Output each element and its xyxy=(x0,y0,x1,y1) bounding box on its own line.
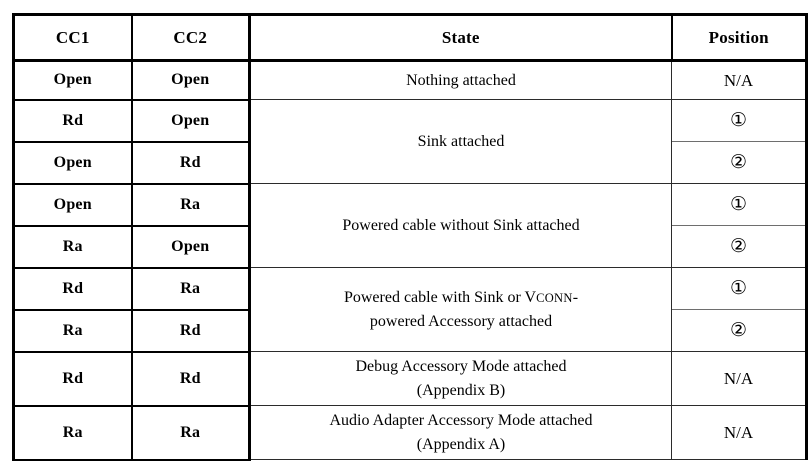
cell-cc1: Ra xyxy=(12,404,133,461)
cell-cc2: Rd xyxy=(130,140,251,185)
state-line-1-prefix: Powered cable with Sink or V xyxy=(343,288,537,306)
cell-position: ② xyxy=(671,309,808,352)
table-body: Open Open Nothing attached N/A Rd Open S… xyxy=(12,59,808,461)
circled-number: ① xyxy=(729,109,748,131)
table-row: Ra Rd ② xyxy=(12,308,808,353)
cell-cc2: Open xyxy=(130,224,251,269)
cell-cc2: Ra xyxy=(130,182,251,227)
cell-cc1: Ra xyxy=(12,224,133,269)
state-line-1: Debug Accessory Mode attached xyxy=(355,357,567,375)
cell-cc1: Open xyxy=(12,59,133,101)
circled-number: ② xyxy=(729,151,748,173)
state-line-1-suffix: - xyxy=(572,288,579,306)
cell-position: ① xyxy=(671,99,808,142)
cell-cc2: Rd xyxy=(130,308,251,353)
table-row: Open Rd ② xyxy=(12,140,808,185)
table-row: Ra Ra Audio Adapter Accessory Mode attac… xyxy=(12,404,808,461)
cell-cc2: Ra xyxy=(130,266,251,311)
cell-state: Powered cable without Sink attached xyxy=(249,183,672,268)
table-row: Rd Ra Powered cable with Sink or VCONN- … xyxy=(12,266,808,352)
circled-number: ① xyxy=(729,193,748,215)
column-header-state: State xyxy=(249,13,673,62)
cell-position: ② xyxy=(671,141,808,184)
table-row: Open Open Nothing attached N/A xyxy=(12,59,808,101)
cell-state: Powered cable with Sink or VCONN- powere… xyxy=(249,267,672,352)
table-row: Rd Open Sink attached ① xyxy=(12,98,808,184)
cell-position: N/A xyxy=(671,405,808,460)
column-header-position: Position xyxy=(671,13,808,62)
table-row: Open Ra Powered cable without Sink attac… xyxy=(12,182,808,268)
state-line-2: (Appendix A) xyxy=(416,435,506,453)
state-line-2: powered Accessory attached xyxy=(369,312,553,330)
cell-position: N/A xyxy=(671,351,808,406)
cell-position: ① xyxy=(671,183,808,226)
state-line-1-smallcaps: CONN xyxy=(536,290,573,305)
cell-cc2: Rd xyxy=(130,350,251,407)
cell-cc2: Ra xyxy=(130,404,251,461)
cc-state-table: CC1 CC2 State Position Open Open Nothing… xyxy=(12,13,808,461)
cell-state: Nothing attached xyxy=(249,60,672,100)
column-header-cc2: CC2 xyxy=(131,13,251,62)
circled-number: ② xyxy=(729,235,748,257)
state-line-1: Audio Adapter Accessory Mode attached xyxy=(329,411,593,429)
column-header-cc1: CC1 xyxy=(12,13,133,62)
cell-cc1: Rd xyxy=(12,350,133,407)
table-row: Rd Rd Debug Accessory Mode attached (App… xyxy=(12,350,808,407)
state-line-2: (Appendix B) xyxy=(416,381,506,399)
cell-position: ② xyxy=(671,225,808,268)
cell-state: Sink attached xyxy=(249,99,672,184)
cell-state: Debug Accessory Mode attached (Appendix … xyxy=(249,351,672,406)
table-header: CC1 CC2 State Position xyxy=(12,13,808,62)
circled-number: ① xyxy=(729,277,748,299)
cell-cc2: Open xyxy=(130,98,251,143)
table-row: Ra Open ② xyxy=(12,224,808,269)
header-row: CC1 CC2 State Position xyxy=(12,13,808,62)
cell-cc1: Ra xyxy=(12,308,133,353)
cell-cc1: Open xyxy=(12,182,133,227)
cell-cc2: Open xyxy=(130,59,251,101)
cell-cc1: Open xyxy=(12,140,133,185)
cell-state: Audio Adapter Accessory Mode attached (A… xyxy=(249,405,672,460)
cell-cc1: Rd xyxy=(12,266,133,311)
cell-position: ① xyxy=(671,267,808,310)
circled-number: ② xyxy=(729,319,748,341)
cell-cc1: Rd xyxy=(12,98,133,143)
cell-position: N/A xyxy=(671,60,808,100)
